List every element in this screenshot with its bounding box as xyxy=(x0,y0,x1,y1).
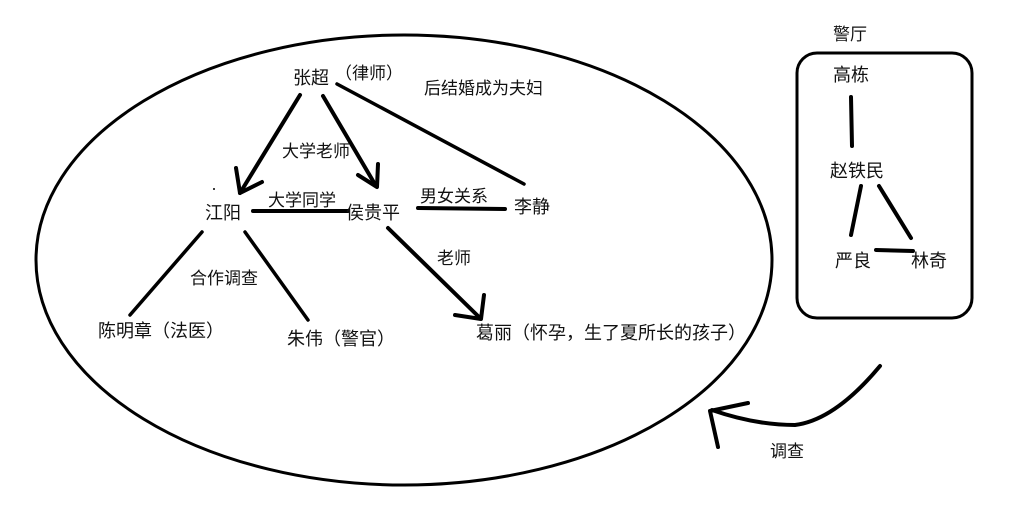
edge-label-teacher: 老师 xyxy=(437,249,471,269)
group-label-police-station: 警厅 xyxy=(833,25,867,45)
main-group-ellipse xyxy=(34,33,774,487)
edge-label-romantic: 男女关系 xyxy=(420,187,488,207)
edge-jiangyang-zhuwei xyxy=(243,230,310,322)
edge-zhangchao-houguiping xyxy=(321,94,378,188)
edge-gaodong-zhaotiemin xyxy=(849,95,854,148)
edge-label-college-classmates: 大学同学 xyxy=(268,191,336,211)
arrowhead-investigate xyxy=(708,401,750,449)
edge-zhangchao-jiangyang xyxy=(238,93,302,195)
node-jiangyang: 江阳 xyxy=(205,203,241,224)
arrowhead-jiangyang xyxy=(234,166,264,195)
edge-zhangchao-lijing xyxy=(335,82,526,186)
node-linqi: 林奇 xyxy=(911,251,947,272)
edge-label-cooperative-investigation: 合作调查 xyxy=(190,269,258,289)
edge-label-college-teacher: 大学老师 xyxy=(282,142,350,162)
edge-label-investigate: 调查 xyxy=(770,442,804,462)
node-zhangchao: 张超 xyxy=(293,68,329,89)
edge-label-married-later: 后结婚成为夫妇 xyxy=(424,79,543,99)
arrowhead-geli xyxy=(453,293,486,321)
edge-houguiping-lijing xyxy=(416,206,507,211)
edge-zhaotiemin-yanliang xyxy=(849,184,863,237)
edge-yanliang-linqi xyxy=(874,248,915,253)
edge-jiangyang-chenmingzhang xyxy=(128,230,204,317)
node-zhaotiemin: 赵铁民 xyxy=(830,161,884,182)
node-houguiping: 侯贵平 xyxy=(346,203,400,224)
node-zhangchao-role: （律师） xyxy=(335,64,403,84)
node-gaodong: 高栋 xyxy=(833,65,869,86)
arrowhead-houguiping xyxy=(356,162,380,189)
edge-houguiping-geli xyxy=(386,226,482,320)
police-group-box xyxy=(795,51,974,320)
edge-investigate-curve xyxy=(710,364,882,427)
node-yanliang: 严良 xyxy=(835,251,871,272)
node-zhuwei: 朱伟（警官） xyxy=(287,329,395,350)
node-chenmingzhang: 陈明章（法医） xyxy=(98,321,224,342)
node-geli: 葛丽（怀孕，生了夏所长的孩子） xyxy=(476,323,746,344)
stray-dot xyxy=(213,188,215,190)
node-lijing: 李静 xyxy=(514,197,550,218)
edge-zhaotiemin-linqi xyxy=(877,184,913,240)
